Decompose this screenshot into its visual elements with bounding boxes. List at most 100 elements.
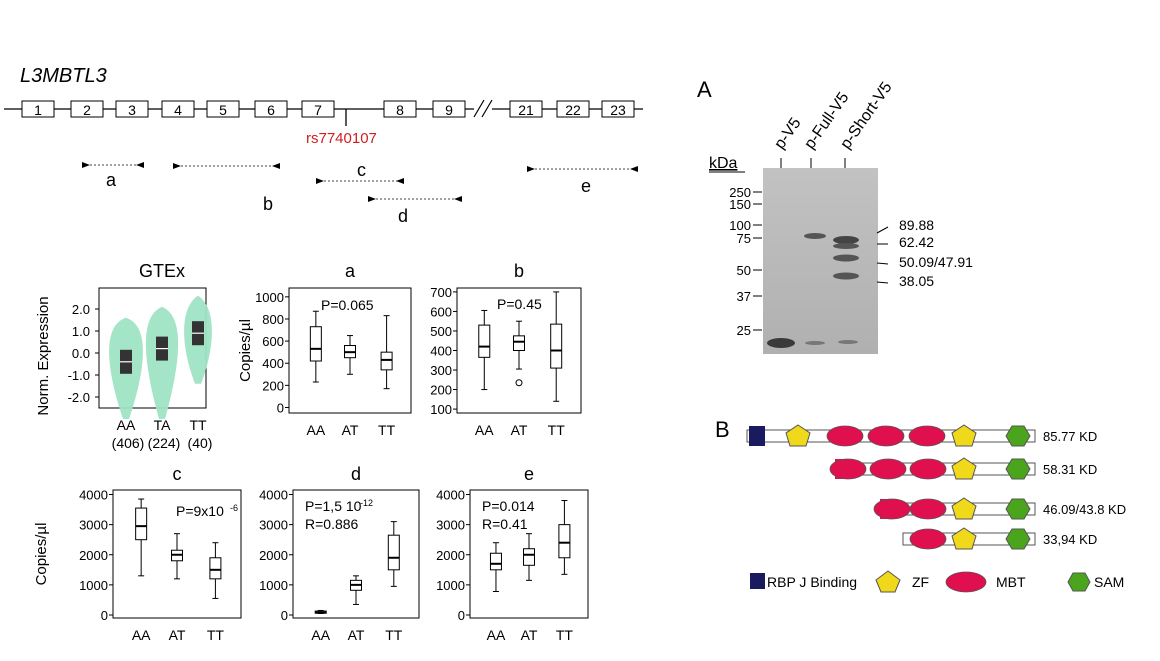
band-v5 [767,338,795,348]
ytick-label: 0 [458,608,465,623]
ytick-label: 1000 [259,578,288,593]
legend-sam: SAM [1094,574,1124,590]
sam-legend-icon [1067,572,1091,592]
gel-image [763,168,878,354]
gtex-ytick-label: -2.0 [68,390,90,405]
band-pointer-2 [876,262,889,265]
exon-9 [432,100,466,118]
ytick-label: 0 [281,608,288,623]
exon-7 [301,100,335,118]
legend-rbpj: RBP J Binding [767,574,857,590]
ytick-label: 4000 [436,488,465,503]
amplicon-e-label: e [581,176,591,196]
lane-label-3: p-Short-V5 [837,79,895,152]
exon-label-4: 4 [174,102,182,118]
amplicon-a-label: a [106,170,117,190]
box-AT [523,548,535,566]
band-label-3: 38.05 [899,273,934,289]
exon-1 [21,100,55,118]
gel-bands [767,233,859,348]
exon-22 [556,100,590,118]
ytick-label: 3000 [79,518,108,533]
exon-label-22: 22 [565,102,581,118]
gtex-ytick-label: 1.0 [72,324,90,339]
zf-domain [951,527,977,550]
box-TT [209,557,222,580]
lane-ticks [780,158,846,168]
box-TT [550,323,563,369]
exon-label-9: 9 [445,102,453,118]
mbt-domain [829,458,867,480]
ytick-label: 600 [262,334,284,349]
ytick-label: 1000 [436,578,465,593]
ytick-label: 3000 [436,518,465,533]
violin-TA [145,306,179,419]
exon-8 [383,100,417,118]
ytick-label: 0 [277,400,284,415]
mbt-domain [909,458,947,480]
gtex-ytick-label: 0.0 [72,346,90,361]
band-label-1: 62.42 [899,234,934,250]
amplicon-c: c [316,160,404,184]
gtex-count-TT: (40) [188,435,213,451]
xlabel-TT: TT [548,422,566,438]
ytick-label: 500 [430,324,452,339]
exon-label-8: 8 [396,102,404,118]
amplicon-b-label: b [263,194,273,214]
sam-domain [1005,528,1031,550]
isoform-size-4: 33,94 KD [1043,532,1097,547]
domain-legend: RBP J Binding ZF MBT SAM [750,570,1124,593]
mbt-domain [873,498,911,520]
amplicon-b: b [173,163,280,214]
band-pointer-0 [876,226,889,234]
xlabel-AA: AA [475,422,494,438]
boxplot-frame [292,489,420,619]
band-short-1 [833,236,859,244]
stat-d-r: R=0.886 [305,516,359,532]
gtex-xlabel-TA: TA [154,417,172,433]
boxplot-ylabel: Copies/µl [237,319,254,382]
ytick-label: 300 [430,363,452,378]
mbt-domain [869,458,907,480]
break-mark-1 [473,99,485,118]
amplicon-e: e [527,166,638,196]
ytick-label: 1000 [255,290,284,305]
lane-label-1: p-V5 [771,115,804,153]
exon-label-2: 2 [83,102,91,118]
exon-23 [601,100,635,118]
outlier-AT [515,379,523,387]
boxplot-title: e [524,464,534,484]
marker-75: 75 [737,231,751,246]
marker-25: 25 [737,323,751,338]
western-blot-panel: A kDa p-V5 p-Full-V5 p-Short-V5 25015010… [697,77,973,354]
band-label-2: 50.09/47.91 [899,254,973,270]
exon-label-1: 1 [34,102,42,118]
ytick-label: 800 [262,312,284,327]
ytick-label: 1000 [79,578,108,593]
isoform-size-1: 85.77 KD [1043,429,1097,444]
xlabel-AA: AA [311,627,330,643]
sam-domain [1005,458,1031,480]
boxplot-frame [112,489,242,619]
mbt-domain [826,425,864,447]
band-label-0: 89.88 [899,217,934,233]
exon-label-3: 3 [128,102,136,118]
boxplot-title: c [173,464,182,484]
band-faint-2 [838,340,858,344]
mbt-domain [909,528,947,550]
xlabel-AT: AT [342,422,359,438]
boxplot-ylabel: Copies/µl [33,523,50,586]
exon-21 [509,100,543,118]
boxplot-title: d [351,464,361,484]
xlabel-TT: TT [378,422,396,438]
exon-label-5: 5 [219,102,227,118]
ytick-label: 2000 [436,548,465,563]
gtex-xlabel-TT: TT [189,417,207,433]
snp-label: rs7740107 [306,130,377,147]
ytick-label: 400 [262,356,284,371]
ytick-label: 3000 [259,518,288,533]
xlabel-TT: TT [556,627,574,643]
break-mark-2 [481,99,493,118]
